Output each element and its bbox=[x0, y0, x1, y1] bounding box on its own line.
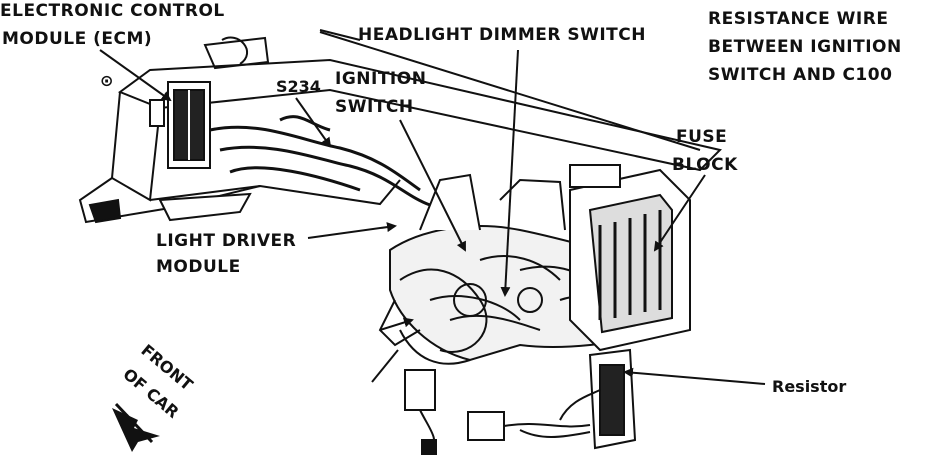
ignition-switch-leader bbox=[399, 119, 466, 252]
label-ecm-line2: MODULE (ECM) bbox=[2, 29, 152, 49]
lower-leader-tail bbox=[371, 349, 399, 383]
front-of-car-arrow bbox=[112, 402, 160, 452]
label-ignition-line1: IGNITION bbox=[335, 69, 426, 89]
fuse-block-leader bbox=[653, 174, 706, 252]
callout-marker: ⊙ bbox=[100, 71, 113, 90]
ecm-module bbox=[149, 81, 211, 169]
resistor-assembly bbox=[519, 348, 637, 450]
label-fuse-line2: BLOCK bbox=[672, 155, 738, 175]
label-ignition-line2: SWITCH bbox=[335, 97, 414, 117]
headlight-dimmer-leader bbox=[500, 49, 519, 297]
label-resistance-line2: BETWEEN IGNITION bbox=[708, 37, 902, 57]
label-headlight-dimmer: HEADLIGHT DIMMER SWITCH bbox=[358, 25, 646, 45]
label-resistance-line3: SWITCH AND C100 bbox=[708, 65, 892, 85]
labels: ELECTRONIC CONTROL MODULE (ECM) ⊙ HEADLI… bbox=[0, 1, 902, 422]
label-light-driver-line2: MODULE bbox=[156, 257, 241, 277]
label-light-driver-line1: LIGHT DRIVER bbox=[156, 231, 296, 251]
label-ecm-line1: ELECTRONIC CONTROL bbox=[0, 1, 225, 21]
upper-harness bbox=[209, 115, 431, 207]
resistor-leader bbox=[623, 367, 766, 385]
light-driver-leader bbox=[307, 222, 397, 239]
label-resistance-line1: RESISTANCE WIRE bbox=[708, 9, 888, 29]
label-s234: S234 bbox=[276, 77, 321, 96]
leader-lines bbox=[99, 31, 766, 385]
label-fuse-line1: FUSE bbox=[676, 127, 727, 147]
lower-leader bbox=[379, 317, 414, 331]
dash-edge-line bbox=[319, 31, 701, 151]
label-resistor: Resistor bbox=[772, 377, 846, 396]
ecm-leader bbox=[99, 49, 172, 102]
s234-leader bbox=[295, 97, 332, 148]
fuse-block bbox=[569, 164, 691, 352]
